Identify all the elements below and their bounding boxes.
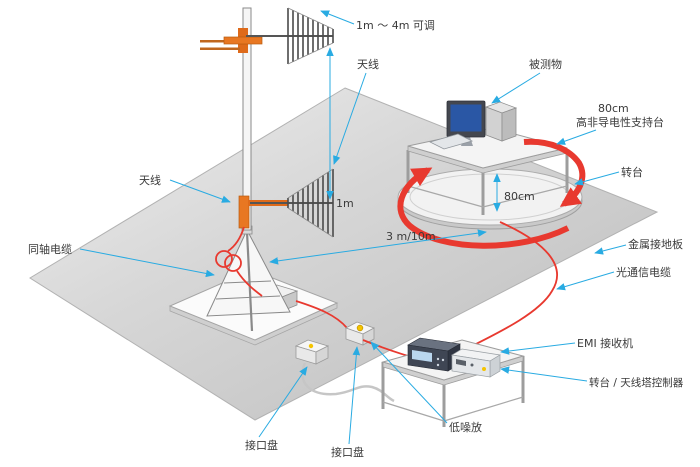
panel-connector-yellow xyxy=(308,343,314,349)
eut-pc-tower xyxy=(484,101,518,142)
label-measure-distance: 3 m/10m xyxy=(386,230,436,243)
monitor-screen xyxy=(450,104,482,132)
leader-mast-adjustable xyxy=(320,10,355,25)
label-lna: 低噪放 xyxy=(449,420,482,434)
leader-eut xyxy=(491,72,541,104)
leader-turntable xyxy=(574,171,620,186)
controller-display xyxy=(456,359,466,366)
eut-monitor xyxy=(446,100,486,146)
top-antenna-envelope xyxy=(287,7,334,65)
antenna-mast xyxy=(242,7,252,231)
turntable-assembly xyxy=(397,100,586,249)
cable-coil-2 xyxy=(224,254,242,272)
label-emi-receiver: EMI 接收机 xyxy=(577,336,633,350)
mid-antenna xyxy=(238,168,334,238)
leader-antenna-left xyxy=(169,179,231,203)
label-controller: 转台 / 天线塔控制器 xyxy=(589,376,684,389)
label-antenna-left: 天线 xyxy=(139,173,161,187)
receiver-screen xyxy=(412,350,432,362)
leader-interface-left xyxy=(258,366,308,438)
coaxial-cable xyxy=(215,226,348,329)
leader-support-table xyxy=(556,129,597,145)
label-ground-plane: 金属接地板 xyxy=(628,237,683,251)
controller-device xyxy=(450,348,502,378)
label-antenna-top: 天线 xyxy=(357,57,379,71)
leader-optical-cable xyxy=(556,271,615,291)
label-antenna-spacing: 1m xyxy=(336,197,354,210)
top-antenna-elements xyxy=(287,8,334,64)
mid-mount-orange xyxy=(238,195,250,229)
label-coax-cable: 同轴电缆 xyxy=(28,242,72,256)
cable-coil-1 xyxy=(215,250,233,268)
leader-emi-receiver xyxy=(500,342,576,355)
dim-3m-10m xyxy=(269,229,487,265)
label-support-table: 高非导电性支持台 xyxy=(576,115,664,129)
leader-ground-plane xyxy=(594,244,627,255)
mid-antenna-elements xyxy=(287,169,334,237)
label-turntable-height: 80cm xyxy=(504,190,535,203)
leader-interface-right xyxy=(348,346,361,445)
optical-fiber-cable xyxy=(473,221,558,346)
text-labels: 1m ～ 4m 可调 天线 天线 同轴电缆 被测物 80cm 高非导电性支持台 … xyxy=(28,19,684,459)
top-antenna xyxy=(200,7,334,65)
label-eut: 被测物 xyxy=(529,57,562,71)
label-optical-cable: 光通信电缆 xyxy=(616,265,671,279)
controller-connector-yellow xyxy=(482,367,486,371)
label-interface-left: 接口盘 xyxy=(245,438,278,452)
label-support-height: 80cm xyxy=(598,102,629,115)
lna-connector-yellow xyxy=(356,324,364,332)
leader-coax xyxy=(79,248,215,278)
turntable-top xyxy=(397,168,583,226)
top-mount-bar xyxy=(223,36,263,45)
leader-lna xyxy=(370,341,448,424)
dimension-lines xyxy=(269,47,501,265)
rotation-arrow-back xyxy=(523,138,586,207)
leader-antenna-top xyxy=(333,72,367,165)
label-turntable: 转台 xyxy=(621,165,643,179)
label-interface-right: 接口盘 xyxy=(331,445,364,459)
interface-panel-left-box xyxy=(294,339,330,365)
antenna-tripod xyxy=(206,225,291,332)
leader-arrows xyxy=(79,10,627,445)
label-mast-adjustable: 1m ～ 4m 可调 xyxy=(356,19,435,32)
eut-keyboard xyxy=(428,133,474,150)
leader-controller xyxy=(500,366,588,382)
